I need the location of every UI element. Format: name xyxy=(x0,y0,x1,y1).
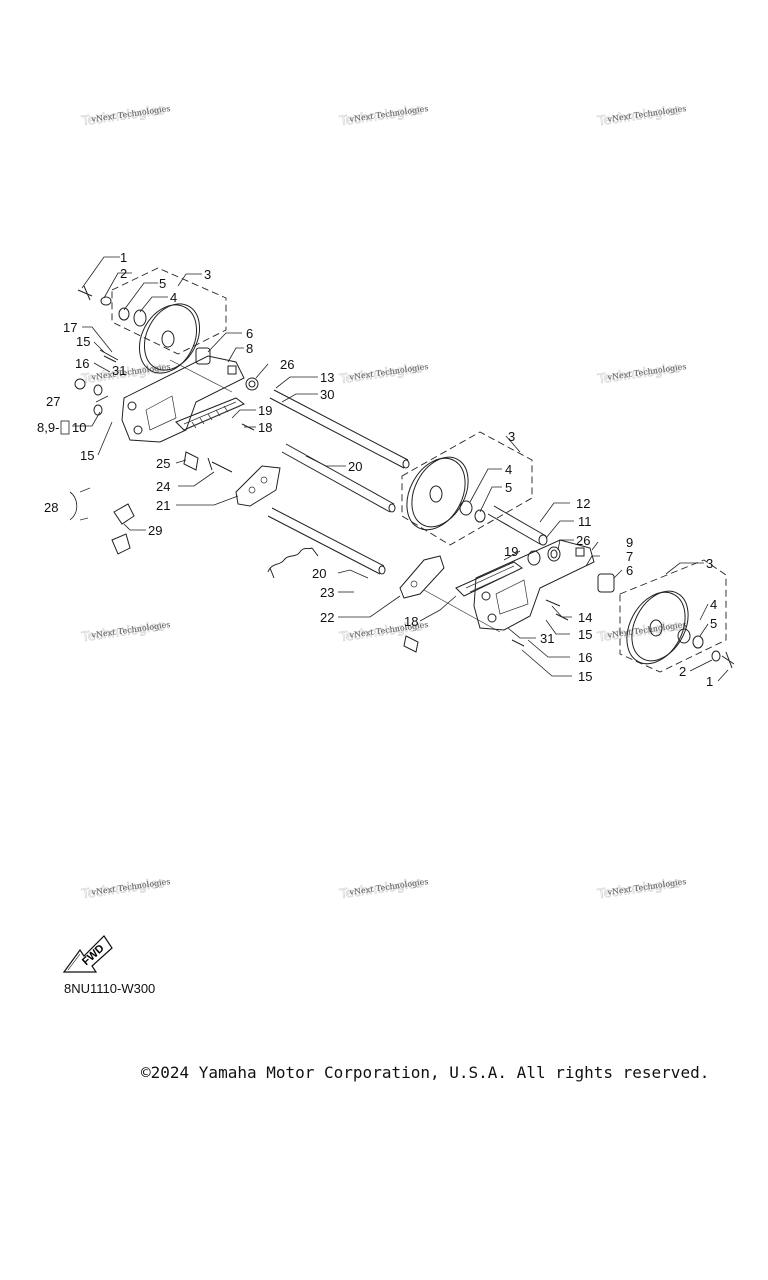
callout-15: 15 xyxy=(76,334,90,349)
shaft-20-upper xyxy=(281,443,396,513)
callout-3: 3 xyxy=(204,267,211,282)
watermark: Technologies vNext Technologies xyxy=(596,876,687,903)
wheel-assembly-boxes xyxy=(111,267,727,673)
callout-15b: 15 xyxy=(80,448,94,463)
callout-18: 18 xyxy=(258,420,272,435)
shaft-20-lower xyxy=(267,507,386,575)
callout-31: 31 xyxy=(112,363,126,378)
callout-3c: 3 xyxy=(706,556,713,571)
callout-10: 10 xyxy=(72,420,86,435)
callout-23: 23 xyxy=(320,585,334,600)
slide-guides xyxy=(235,465,445,599)
callout-8-9: 8,9- xyxy=(37,420,59,435)
copyright-notice: ©2024 Yamaha Motor Corporation, U.S.A. A… xyxy=(141,1063,710,1082)
callout-9: 9 xyxy=(626,535,633,550)
callout-3b: 3 xyxy=(508,429,515,444)
callout-22: 22 xyxy=(320,610,334,625)
watermarks: Technologies vNext Technologies Technolo… xyxy=(80,103,687,903)
callout-19b: 19 xyxy=(504,544,518,559)
wheel-assembly-box-right xyxy=(619,559,727,673)
watermark: Technologies vNext Technologies xyxy=(80,103,171,130)
callout-16b: 16 xyxy=(578,650,592,665)
callout-4c: 4 xyxy=(710,597,717,612)
callout-28: 28 xyxy=(44,500,58,515)
callout-31b: 31 xyxy=(540,631,554,646)
watermark: Technologies vNext Technologies xyxy=(596,619,687,646)
callout-12: 12 xyxy=(576,496,590,511)
leader-lines xyxy=(72,256,729,682)
callout-18b: 18 xyxy=(404,614,418,629)
callout-10-box xyxy=(60,420,70,435)
callout-15d: 15 xyxy=(578,669,592,684)
callout-7: 7 xyxy=(626,549,633,564)
shaft-13-30 xyxy=(269,389,410,469)
callout-30: 30 xyxy=(320,387,334,402)
callout-1: 1 xyxy=(120,250,127,265)
inset-parts-28-29 xyxy=(69,487,135,555)
right-arm-bracket xyxy=(403,539,595,653)
watermark: Technologies vNext Technologies xyxy=(596,361,687,388)
callout-1b: 1 xyxy=(706,674,713,689)
left-arm-bracket xyxy=(74,349,259,473)
callout-13: 13 xyxy=(320,370,334,385)
wheel-assembly-box-upper-left xyxy=(111,267,227,355)
watermark: Technologies vNext Technologies xyxy=(338,876,429,903)
callout-8: 8 xyxy=(246,341,253,356)
callout-20: 20 xyxy=(348,459,362,474)
callout-20b: 20 xyxy=(312,566,326,581)
wheel-assembly-box-center xyxy=(401,431,533,546)
watermark: Technologies vNext Technologies xyxy=(338,361,429,388)
fwd-arrow-icon: FWD xyxy=(62,935,113,973)
callouts: 1 2 3 5 4 17 6 15 8 16 31 26 13 27 30 19… xyxy=(37,250,717,689)
callout-4: 4 xyxy=(170,290,177,305)
watermark: Technologies vNext Technologies xyxy=(338,103,429,130)
callout-2b: 2 xyxy=(679,664,686,679)
callout-17: 17 xyxy=(63,320,77,335)
shaft-axle-thin xyxy=(169,359,501,633)
callout-21: 21 xyxy=(156,498,170,513)
callout-26b: 26 xyxy=(576,533,590,548)
callout-19: 19 xyxy=(258,403,272,418)
callout-25: 25 xyxy=(156,456,170,471)
callout-24: 24 xyxy=(156,479,170,494)
shaft-12 xyxy=(487,505,548,546)
diagram-code: 8NU1110-W300 xyxy=(64,981,156,996)
watermark: Technologies vNext Technologies xyxy=(80,619,171,646)
shafts xyxy=(169,359,548,633)
callout-26: 26 xyxy=(280,357,294,372)
center-wheel-group xyxy=(406,456,486,531)
callout-14: 14 xyxy=(578,610,592,625)
callout-5: 5 xyxy=(159,276,166,291)
callout-4b: 4 xyxy=(505,462,512,477)
callout-27: 27 xyxy=(46,394,60,409)
callout-5b: 5 xyxy=(505,480,512,495)
callout-15c: 15 xyxy=(578,627,592,642)
upper-left-wheel-group xyxy=(77,285,211,374)
callout-2: 2 xyxy=(120,266,127,281)
watermark: Technologies vNext Technologies xyxy=(596,103,687,130)
callout-6: 6 xyxy=(246,326,253,341)
right-wheel-group xyxy=(597,573,735,669)
callout-16: 16 xyxy=(75,356,89,371)
callout-11: 11 xyxy=(578,514,592,529)
watermark: Technologies vNext Technologies xyxy=(80,876,171,903)
callout-5c: 5 xyxy=(710,616,717,631)
callout-29: 29 xyxy=(148,523,162,538)
callout-6b: 6 xyxy=(626,563,633,578)
